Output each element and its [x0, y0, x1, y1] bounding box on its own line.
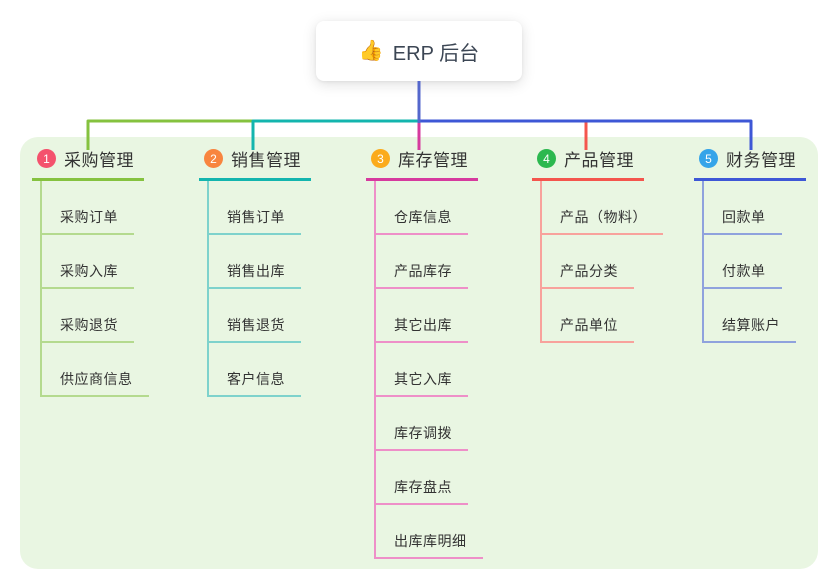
branch-title: 采购管理	[64, 151, 134, 170]
branch-number-badge: 4	[537, 149, 556, 168]
child-node[interactable]: 回款单	[704, 181, 782, 235]
branch-children-list: 销售订单销售出库销售退货客户信息	[207, 181, 311, 397]
child-node[interactable]: 产品库存	[376, 235, 468, 289]
branch-number-badge: 3	[371, 149, 390, 168]
branch-title: 财务管理	[726, 151, 796, 170]
branch-children-list: 仓库信息产品库存其它出库其它入库库存调拨库存盘点出库库明细	[374, 181, 483, 559]
child-node[interactable]: 销售退货	[209, 289, 301, 343]
branch-node[interactable]: 2 销售管理	[199, 146, 311, 181]
child-node[interactable]: 库存调拨	[376, 397, 468, 451]
root-node[interactable]: 👍 ERP 后台	[316, 21, 522, 81]
child-node[interactable]: 采购订单	[42, 181, 134, 235]
child-node[interactable]: 出库库明细	[376, 505, 483, 559]
branch-node[interactable]: 4 产品管理	[532, 146, 644, 181]
child-node[interactable]: 客户信息	[209, 343, 301, 397]
branch-children-list: 产品（物料）产品分类产品单位	[540, 181, 663, 343]
branch-children-list: 采购订单采购入库采购退货供应商信息	[40, 181, 149, 397]
child-node[interactable]: 销售订单	[209, 181, 301, 235]
root-node-label: ERP 后台	[392, 42, 480, 65]
branch-node[interactable]: 3 库存管理	[366, 146, 478, 181]
child-node[interactable]: 采购入库	[42, 235, 134, 289]
branch-children-list: 回款单付款单结算账户	[702, 181, 806, 343]
child-node[interactable]: 其它出库	[376, 289, 468, 343]
child-node[interactable]: 供应商信息	[42, 343, 149, 397]
child-node[interactable]: 结算账户	[704, 289, 796, 343]
child-node[interactable]: 产品单位	[542, 289, 634, 343]
branch-column-1: 1 采购管理采购订单采购入库采购退货供应商信息	[32, 146, 149, 397]
branch-column-5: 5 财务管理回款单付款单结算账户	[694, 146, 806, 343]
child-node[interactable]: 销售出库	[209, 235, 301, 289]
child-node[interactable]: 采购退货	[42, 289, 134, 343]
child-node[interactable]: 库存盘点	[376, 451, 468, 505]
branch-number-badge: 1	[37, 149, 56, 168]
branch-number-badge: 2	[204, 149, 223, 168]
branch-column-4: 4 产品管理产品（物料）产品分类产品单位	[532, 146, 663, 343]
child-node[interactable]: 付款单	[704, 235, 782, 289]
branch-number-badge: 5	[699, 149, 718, 168]
child-node[interactable]: 产品分类	[542, 235, 634, 289]
branch-title: 销售管理	[231, 151, 301, 170]
mindmap-panel: 1 采购管理采购订单采购入库采购退货供应商信息 2 销售管理销售订单销售出库销售退货客…	[20, 137, 818, 569]
branch-node[interactable]: 5 财务管理	[694, 146, 806, 181]
branch-column-3: 3 库存管理仓库信息产品库存其它出库其它入库库存调拨库存盘点出库库明细	[366, 146, 483, 559]
branch-title: 库存管理	[398, 151, 468, 170]
branch-column-2: 2 销售管理销售订单销售出库销售退货客户信息	[199, 146, 311, 397]
thumbs-up-icon: 👍	[358, 40, 384, 62]
child-node[interactable]: 仓库信息	[376, 181, 468, 235]
branch-node[interactable]: 1 采购管理	[32, 146, 144, 181]
child-node[interactable]: 其它入库	[376, 343, 468, 397]
child-node[interactable]: 产品（物料）	[542, 181, 663, 235]
branch-title: 产品管理	[564, 151, 634, 170]
